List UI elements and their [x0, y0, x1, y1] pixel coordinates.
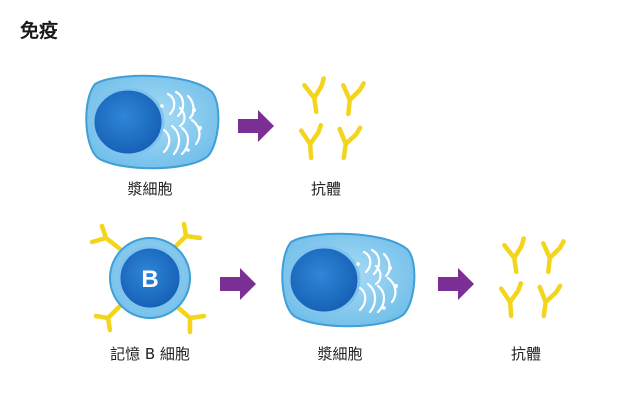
arrow-bottom-2 [438, 268, 474, 300]
plasma-cell-bottom [280, 232, 416, 328]
plasma-cell-label-top: 漿細胞 [127, 180, 173, 198]
memory-cell-label: 記憶 B 細胞 [110, 345, 190, 363]
arrow-top [238, 110, 274, 142]
antibody-label-bottom: 抗體 [510, 345, 541, 363]
memory-b-cell: B [89, 221, 207, 335]
plasma-cell-top [84, 74, 220, 170]
plasma-cell-label-bottom: 漿細胞 [317, 345, 363, 363]
arrow-bottom-1 [220, 268, 256, 300]
antibodies-top [301, 78, 364, 159]
memory-cell-letter: B [141, 266, 158, 293]
antibody-label-top: 抗體 [310, 180, 341, 198]
page-title: 免疫 [20, 20, 59, 42]
antibodies-bottom [501, 238, 564, 317]
